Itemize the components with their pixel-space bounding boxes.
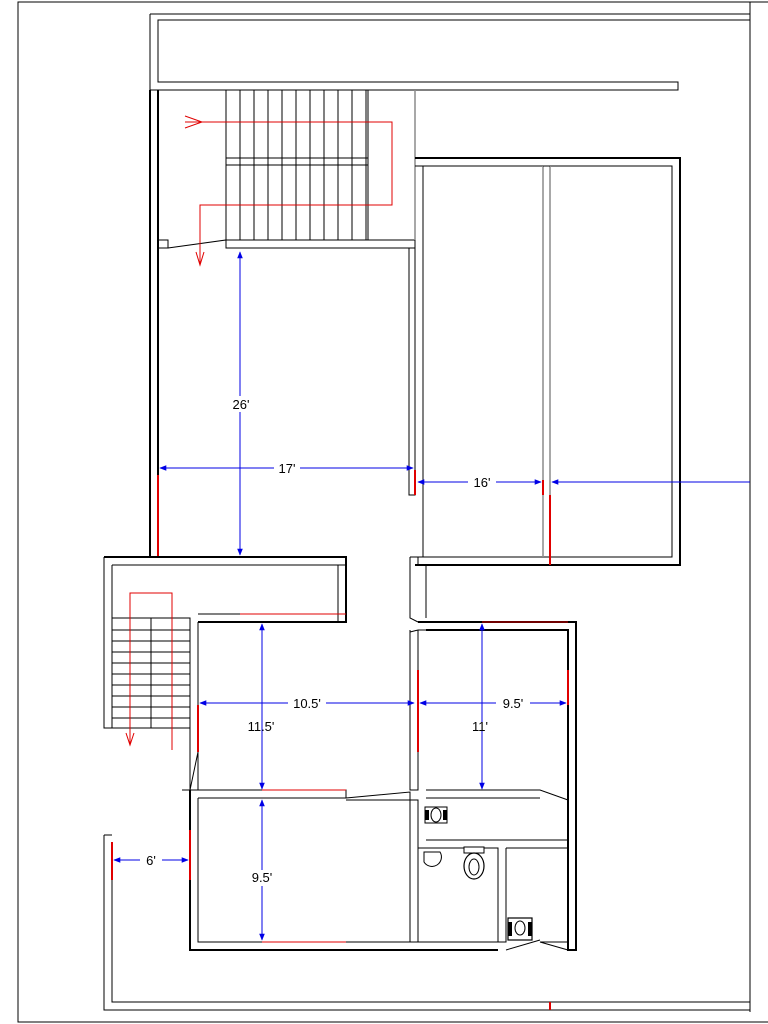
room-b — [418, 629, 569, 841]
toilet-icon — [424, 806, 448, 824]
dim-hall-depth: 26' — [233, 397, 250, 412]
room-a — [182, 622, 419, 801]
toilet-icon — [463, 846, 485, 880]
staircase-lower — [111, 592, 191, 750]
shop-block — [415, 157, 681, 566]
middle-walls — [103, 556, 577, 951]
dim-hall-width: 17' — [279, 461, 296, 476]
toilet-icon — [507, 917, 533, 941]
dim-room-b-width: 9.5' — [503, 696, 524, 711]
dim-room-a-width: 10.5' — [293, 696, 321, 711]
top-boundary — [149, 13, 750, 91]
dim-shop-width: 16' — [474, 475, 491, 490]
dimension-lines — [113, 251, 750, 941]
dimension-labels: 26' 17' 16' 10.5' 11.5' 9.5' 11' 9.5' 6' — [140, 396, 530, 886]
staircase-upper — [184, 89, 393, 267]
left-passage — [103, 834, 750, 1011]
dim-room-a-depth: 11.5' — [248, 719, 275, 734]
room-c — [189, 790, 569, 951]
dim-room-b-depth: 11' — [472, 719, 488, 734]
door-marks-upper — [157, 470, 551, 565]
washbasin-icon — [423, 851, 442, 867]
sheet-border — [17, 1, 768, 1023]
dim-room-c-depth: 9.5' — [252, 870, 273, 885]
dim-passage-width: 6' — [146, 853, 156, 868]
lintel-marks — [240, 613, 568, 943]
